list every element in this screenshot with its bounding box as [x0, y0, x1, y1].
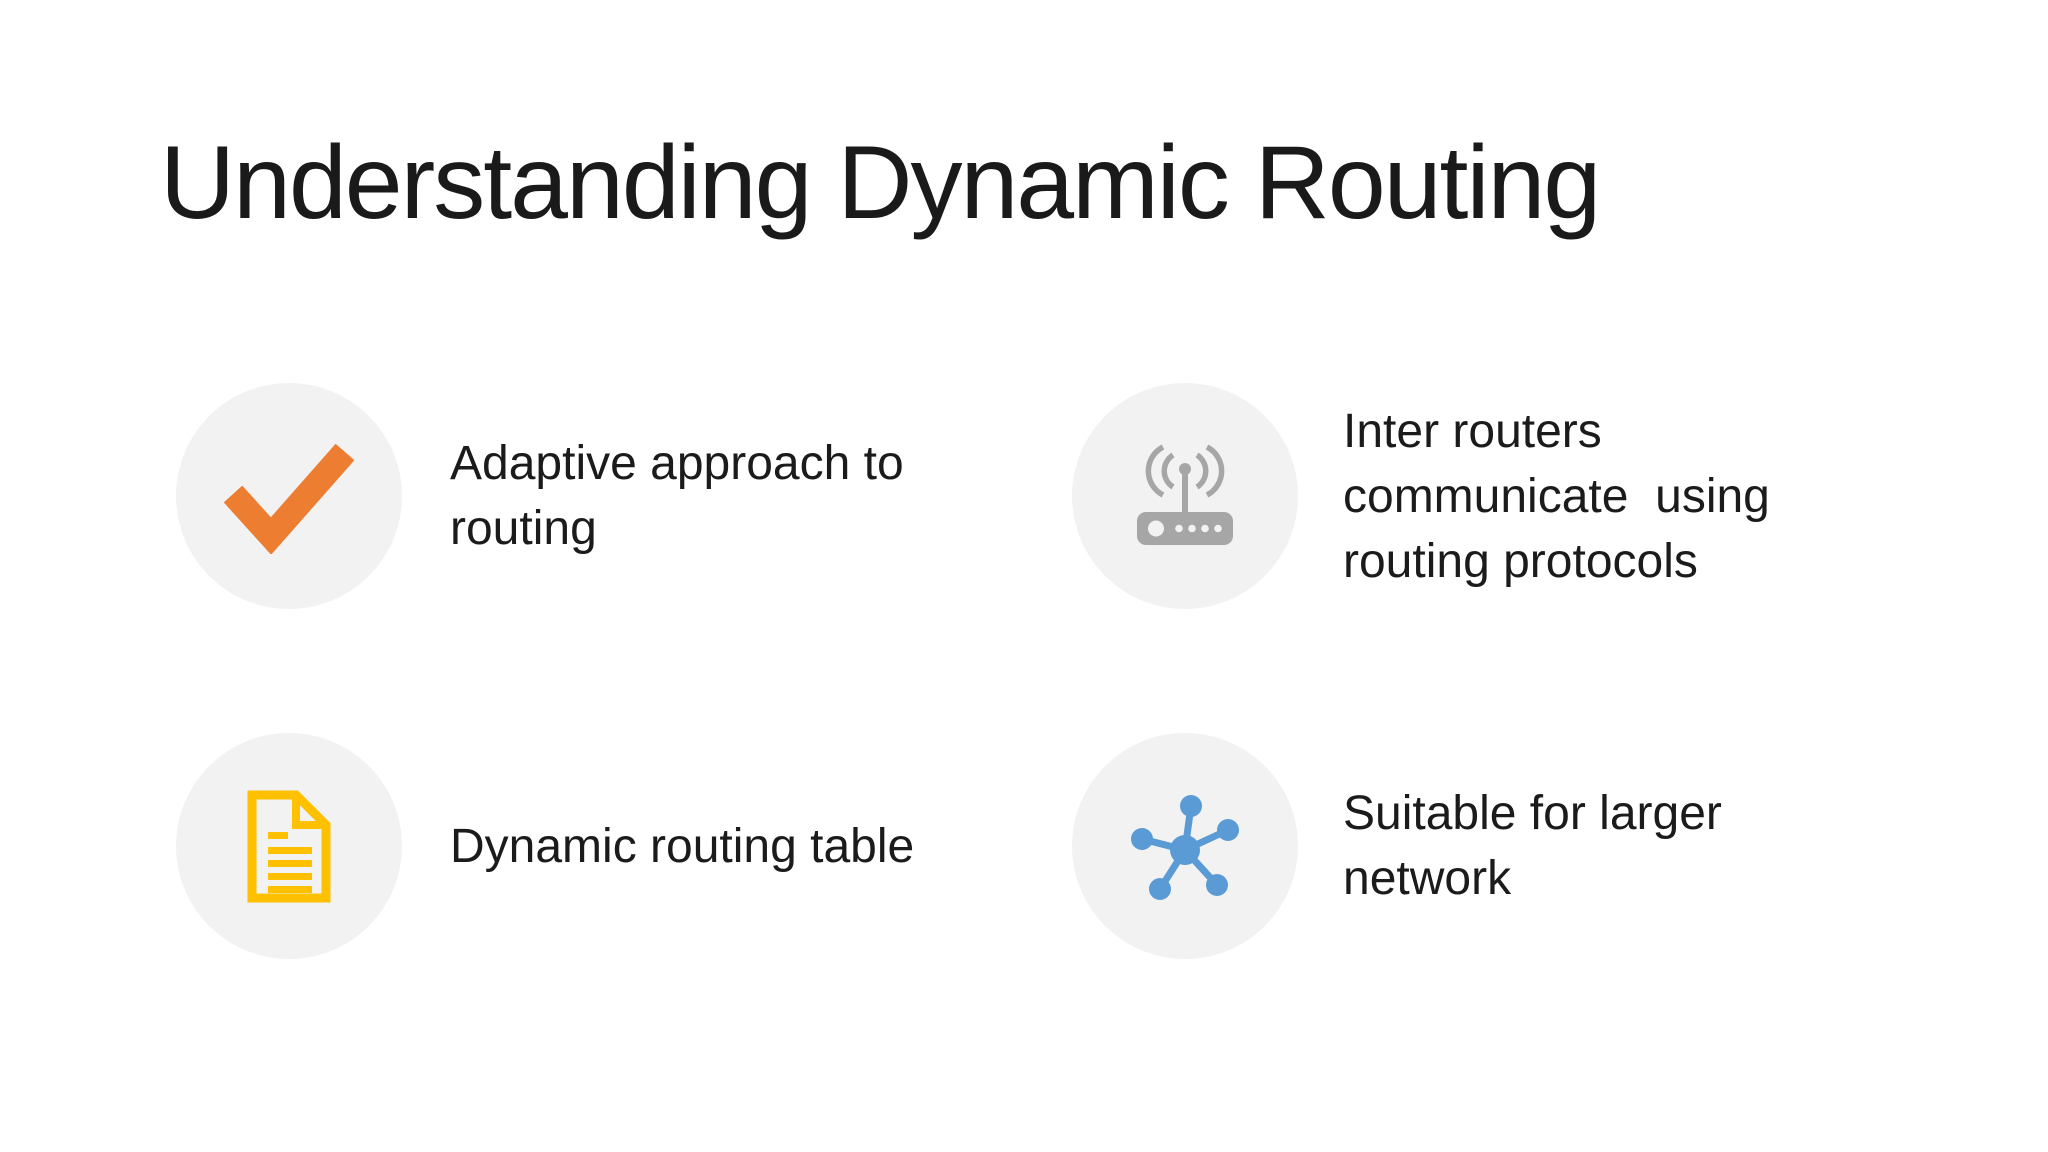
feature-item-adaptive-approach: Adaptive approach to routing	[176, 383, 904, 609]
icon-circle	[1072, 733, 1298, 959]
satellite-node	[1131, 828, 1153, 850]
text-line	[268, 872, 312, 880]
wifi-arc-outer-right	[1205, 444, 1225, 498]
router-body	[1137, 512, 1233, 545]
icon-circle	[176, 733, 402, 959]
feature-text: Inter routers communicate using routing …	[1343, 404, 1770, 588]
page-outline	[247, 790, 331, 902]
document-icon	[247, 790, 331, 902]
text-line	[268, 846, 312, 854]
wireless-router-icon	[1137, 444, 1233, 545]
icon-circle	[1072, 383, 1298, 609]
feature-text: Dynamic routing table	[450, 819, 915, 873]
page-fold	[292, 794, 326, 829]
hub-node	[1170, 835, 1200, 865]
wifi-arc-inner-left	[1161, 452, 1175, 490]
feature-item-larger-network: Suitable for larger network	[1072, 733, 1722, 959]
feature-text: Suitable for larger network	[1343, 787, 1722, 905]
satellite-node	[1180, 795, 1202, 817]
satellite-node	[1217, 819, 1239, 841]
check-icon	[223, 443, 355, 554]
network-hub-icon	[1131, 795, 1239, 900]
text-line	[268, 831, 288, 839]
feature-item-routing-table: Dynamic routing table	[176, 733, 914, 959]
satellite-node	[1149, 878, 1171, 900]
feature-text: Adaptive approach to routing	[450, 437, 904, 555]
wifi-arc-inner-right	[1195, 452, 1209, 490]
feature-item-routing-protocols: Inter routers communicate using routing …	[1072, 383, 1770, 609]
wifi-arc-outer-left	[1145, 444, 1165, 498]
icon-circle	[176, 383, 402, 609]
text-line	[268, 859, 312, 867]
antenna-mast	[1182, 469, 1188, 514]
satellite-node	[1206, 874, 1228, 896]
text-line	[268, 885, 312, 893]
slide-title: Understanding Dynamic Routing	[160, 125, 1601, 241]
